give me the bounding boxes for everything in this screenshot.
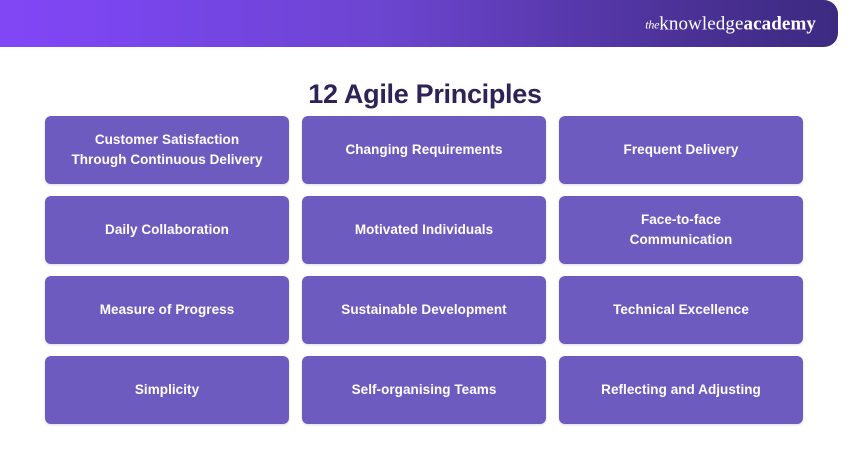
page-title: 12 Agile Principles	[308, 79, 542, 110]
principle-card-11[interactable]: Self-organising Teams	[302, 356, 546, 424]
principle-card-10[interactable]: Simplicity	[45, 356, 289, 424]
brand-logo-academy: academy	[743, 13, 816, 34]
principle-card-12[interactable]: Reflecting and Adjusting	[559, 356, 803, 424]
brand-logo-the: the	[645, 17, 660, 31]
brand-logo: theknowledgeacademy	[645, 14, 816, 33]
principle-card-8[interactable]: Sustainable Development	[302, 276, 546, 344]
principle-card-9[interactable]: Technical Excellence	[559, 276, 803, 344]
principles-grid: Customer Satisfaction Through Continuous…	[45, 116, 803, 424]
principle-card-4[interactable]: Daily Collaboration	[45, 196, 289, 264]
principle-card-5[interactable]: Motivated Individuals	[302, 196, 546, 264]
principle-card-3[interactable]: Frequent Delivery	[559, 116, 803, 184]
principle-card-2[interactable]: Changing Requirements	[302, 116, 546, 184]
principle-card-1[interactable]: Customer Satisfaction Through Continuous…	[45, 116, 289, 184]
principle-card-7[interactable]: Measure of Progress	[45, 276, 289, 344]
brand-logo-knowledge: knowledge	[659, 13, 744, 34]
header-bar: theknowledgeacademy	[0, 0, 838, 47]
principle-card-6[interactable]: Face-to-face Communication	[559, 196, 803, 264]
